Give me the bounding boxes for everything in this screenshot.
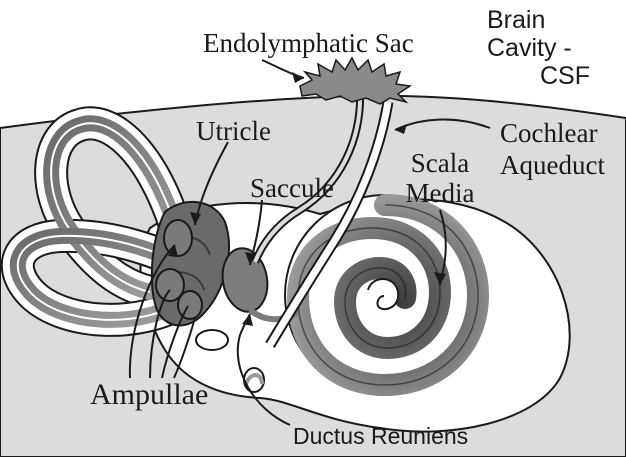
label-utricle: Utricle	[196, 118, 271, 145]
label-saccule: Saccule	[250, 175, 334, 202]
label-scala-media-line1: Scala	[395, 150, 485, 177]
label-brain-cavity-line2: Cavity -	[487, 36, 572, 61]
label-endolymphatic-sac: Endolymphatic Sac	[203, 30, 414, 57]
ampulla-1	[164, 220, 192, 256]
label-ampullae: Ampullae	[90, 380, 208, 410]
ampulla-3	[178, 291, 202, 319]
label-ductus-reuniens: Ductus Reuniens	[293, 425, 468, 448]
label-cochlear-aqueduct-line2: Aqueduct	[500, 152, 605, 179]
label-scala-media-line2: Media	[395, 180, 485, 207]
label-brain-cavity-line1: Brain	[487, 8, 545, 33]
oval-window	[196, 330, 228, 350]
label-brain-cavity-line3: CSF	[540, 64, 590, 89]
label-cochlear-aqueduct-line1: Cochlear	[500, 120, 597, 147]
